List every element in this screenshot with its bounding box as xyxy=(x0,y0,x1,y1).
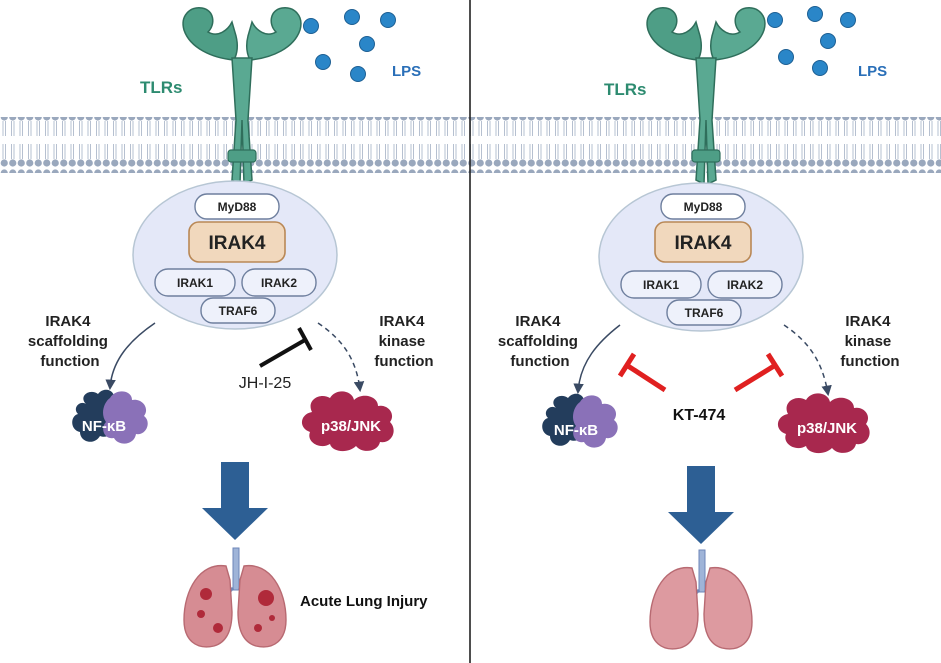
myd88-label: MyD88 xyxy=(218,200,257,214)
kt-474-label: KT-474 xyxy=(673,407,726,424)
traf6-node xyxy=(200,297,276,324)
scaffolding-function-label: IRAK4 scaffolding function xyxy=(498,313,582,370)
acute-lung-injury-label: Acute Lung Injury xyxy=(300,593,428,610)
lung-icon xyxy=(183,547,287,648)
lps-label: LPS xyxy=(392,63,421,80)
irak2-label: IRAK2 xyxy=(261,276,297,290)
scaffolding-arrow xyxy=(105,322,156,391)
irak2-node xyxy=(707,270,783,299)
irak1-node xyxy=(154,268,236,297)
irak2-node xyxy=(241,268,317,297)
lps-label: LPS xyxy=(858,63,887,80)
big-down-arrow xyxy=(202,462,268,540)
myd88-node xyxy=(194,193,280,220)
irak1-label: IRAK1 xyxy=(177,276,213,290)
inhibition-icon xyxy=(617,352,667,393)
p38-jnk-protein-icon xyxy=(777,393,870,454)
tlr-label: TLRs xyxy=(604,80,647,99)
nfkb-protein-icon xyxy=(72,389,148,444)
traf6-label: TRAF6 xyxy=(219,304,258,318)
jh-i-25-label: JH-I-25 xyxy=(239,375,292,392)
lps-molecule-icon xyxy=(767,6,856,76)
p38-jnk-protein-icon xyxy=(301,391,394,452)
irak4-node xyxy=(188,221,286,263)
right-panel: LPS TLRs MyD88 IRAK4 IRAK1 IRAK2 TRAF6 I… xyxy=(498,6,900,650)
irak2-label: IRAK2 xyxy=(727,278,763,292)
left-panel: LPS TLRs MyD88 IRAK4 IRAK1 IRAK2 TRAF6 I… xyxy=(28,7,434,648)
inhibition-icon xyxy=(258,327,313,368)
lung-icon xyxy=(649,549,753,650)
lps-molecule-icon xyxy=(303,9,396,82)
kinase-function-label: IRAK4 kinase function xyxy=(840,313,899,370)
tlr-label: TLRs xyxy=(140,78,183,97)
irak4-label: IRAK4 xyxy=(208,233,265,254)
kinase-arrow xyxy=(317,322,365,393)
irak4-label: IRAK4 xyxy=(674,233,731,254)
myd88-label: MyD88 xyxy=(684,200,723,214)
tlr-receptor-icon xyxy=(182,7,302,186)
myd88-node xyxy=(660,193,746,220)
scaffolding-function-label: IRAK4 scaffolding function xyxy=(28,313,112,370)
scaffolding-arrow xyxy=(573,324,621,395)
inhibition-icon xyxy=(733,352,785,393)
irak4-node xyxy=(654,221,752,263)
big-down-arrow xyxy=(668,466,734,544)
traf6-node xyxy=(666,299,742,326)
p38-jnk-label: p38/JNK xyxy=(321,418,381,435)
traf6-label: TRAF6 xyxy=(685,306,724,320)
kinase-function-label: IRAK4 kinase function xyxy=(374,313,433,370)
nfkb-label: NF-κB xyxy=(82,418,126,435)
kinase-arrow xyxy=(783,324,832,397)
p38-jnk-label: p38/JNK xyxy=(797,420,857,437)
nfkb-protein-icon xyxy=(542,393,618,448)
irak1-label: IRAK1 xyxy=(643,278,679,292)
irak1-node xyxy=(620,270,702,299)
tlr-receptor-icon xyxy=(646,7,766,186)
nfkb-label: NF-κB xyxy=(554,422,598,439)
